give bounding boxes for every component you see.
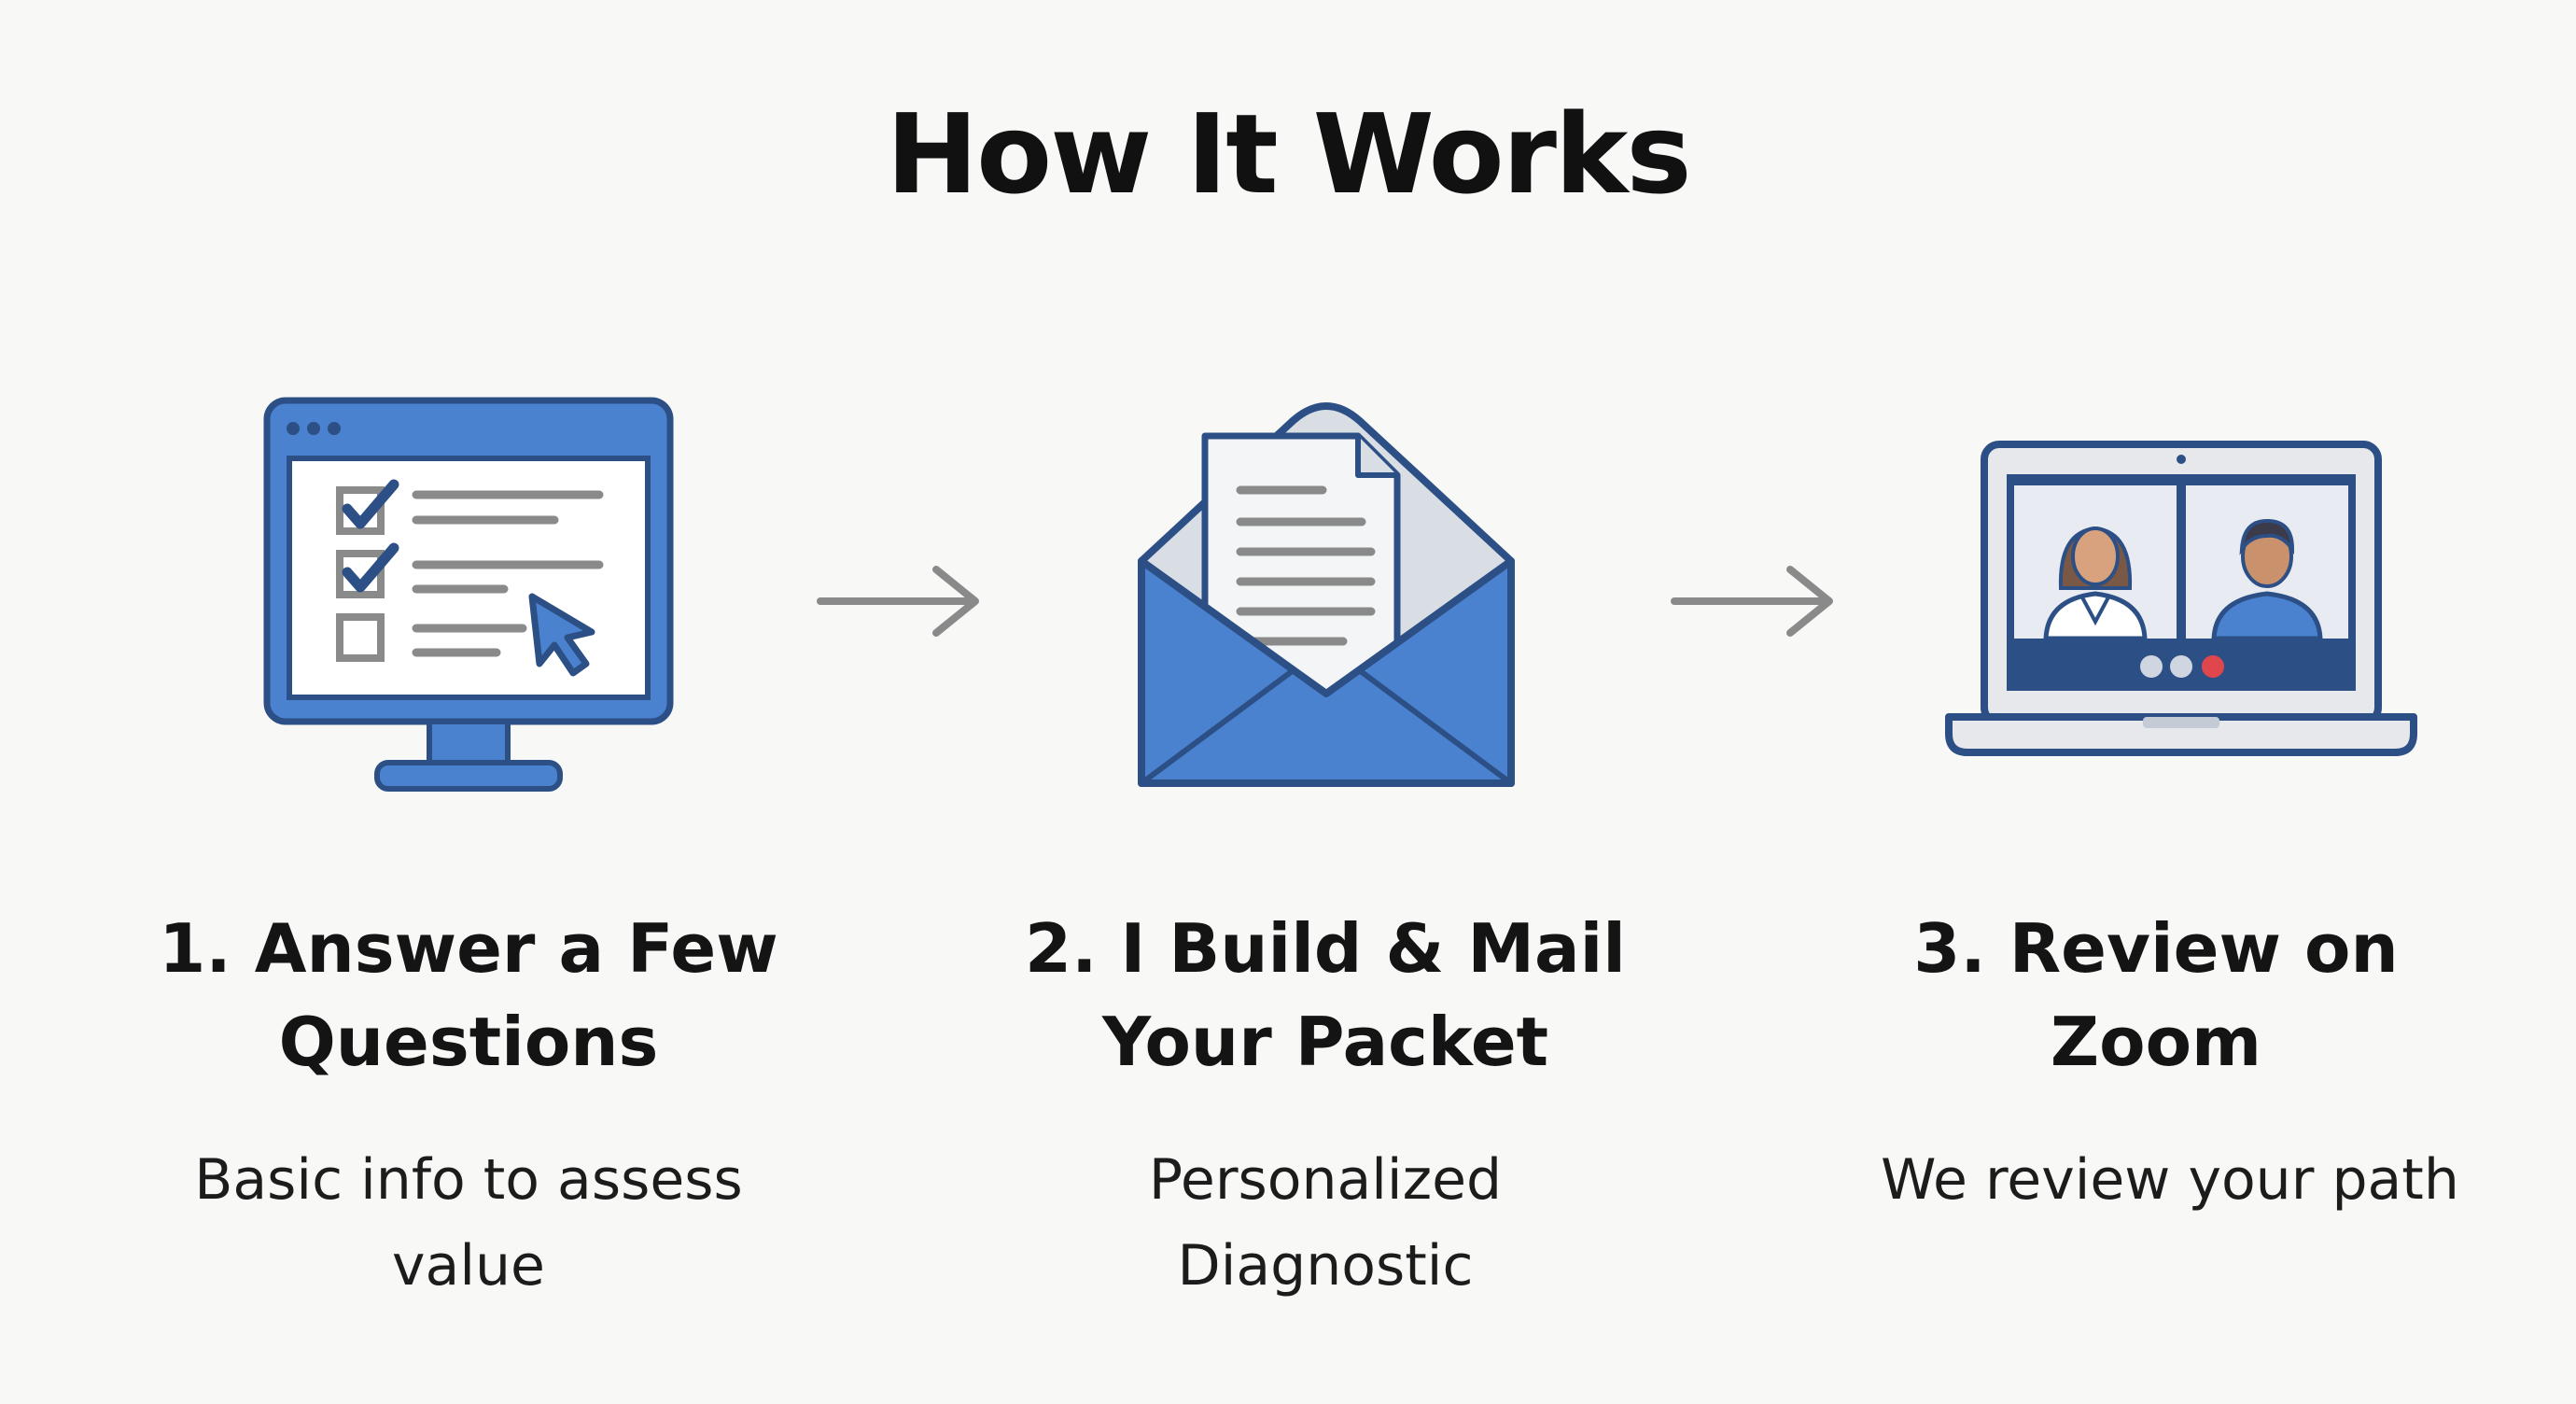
step-description: Basic info to assess value [114, 1137, 823, 1309]
step-title: 3. Review on Zoom [1801, 902, 2511, 1088]
envelope-letter-icon [1138, 402, 1515, 787]
arrow-right-icon [1671, 566, 1833, 637]
step-title-line: 2. I Build & Mail [1025, 909, 1626, 988]
step-description-line: Basic info to assess [194, 1147, 743, 1213]
step-title-line: Questions [278, 1003, 659, 1081]
step-description-line: Personalized [1148, 1147, 1503, 1213]
step-description-line: We review your path [1881, 1147, 2459, 1213]
laptop-video-call-icon [1945, 441, 2417, 756]
step-description: We review your path [1815, 1137, 2525, 1223]
step-description-line: Diagnostic [1177, 1233, 1474, 1299]
step-description: Personalized Diagnostic [971, 1137, 1680, 1309]
step-title-line: 3. Review on [1913, 909, 2399, 988]
monitor-checklist-icon [263, 397, 674, 792]
step-title-line: Zoom [2050, 1003, 2262, 1081]
step-description-line: value [392, 1233, 545, 1299]
arrow-right-icon [817, 566, 979, 637]
step-title-line: 1. Answer a Few [159, 909, 778, 988]
step-title: 2. I Build & Mail Your Packet [971, 902, 1680, 1088]
page-title: How It Works [886, 90, 1691, 218]
step-title: 1. Answer a Few Questions [114, 902, 823, 1088]
step-title-line: Your Packet [1101, 1003, 1549, 1081]
